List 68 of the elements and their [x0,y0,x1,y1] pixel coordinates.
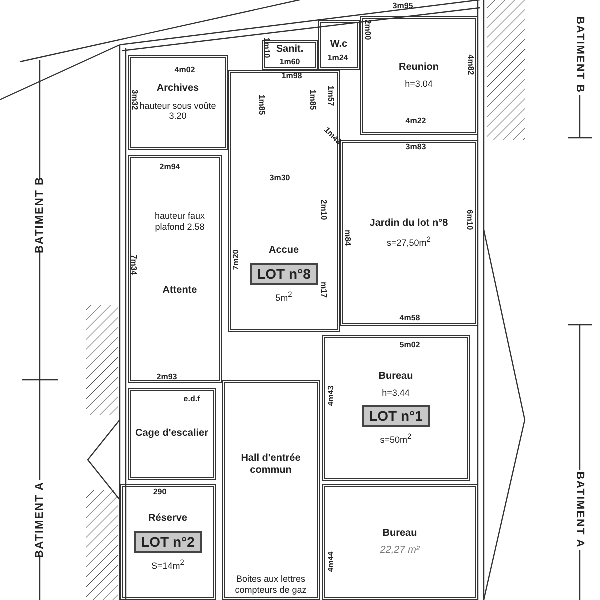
room-name: Reunion [399,62,439,74]
dimension-label: 2m10 [320,200,328,220]
room [128,55,228,150]
dimension-label: 3m30 [270,174,290,182]
dimension-label: 6m10 [466,210,474,230]
room [340,140,478,326]
room-name: W.c [330,39,348,51]
lot-label: LOT n°8 [250,262,318,285]
room-note: Boites aux lettres compteurs de gaz [234,574,308,595]
dimension-label: 4m58 [400,314,420,322]
room [228,70,340,332]
dimension-label: 1m24 [328,54,348,62]
dimension-label: 4m44 [326,552,336,572]
dimension-label: 1m85 [308,90,318,110]
dimension-label: 2m93 [156,372,178,382]
dimension-label: m84 [344,230,352,246]
room [128,388,216,480]
room [120,484,216,600]
dimension-label: 1m85 [258,94,266,116]
room-name: Bureau [378,370,414,382]
dimension-label: 4m82 [466,54,476,76]
lot-label: LOT n°1 [362,404,430,427]
room-name: Accue [268,245,299,256]
dimension-label: 7m34 [130,254,138,276]
room [222,380,320,600]
room-name: Jardin du lot n°8 [370,218,448,230]
room [360,16,478,135]
dimension-label: 2m00 [364,20,372,40]
room-note: hauteur faux plafond 2.58 [154,211,206,232]
lot-label: LOT n°2 [134,530,202,553]
room-name: Hall d'entrée commun [240,453,302,476]
dimension-label: 7m20 [232,250,240,270]
building-label: BATIMENT A [34,482,46,558]
dimension-label: 3m95 [392,2,414,10]
dimension-label: 1m60 [280,58,300,66]
room-note: s=27,50m$^{2}$ [387,236,431,248]
dimension-label: 4m43 [326,386,336,406]
building-label: BATIMENT B [574,16,586,94]
dimension-label: 5m02 [400,340,420,350]
room [322,484,478,600]
room-name: Bureau [382,528,418,539]
dimension-label: 3m83 [406,142,426,152]
room-name: Attente [162,285,198,297]
room-note: 5m$^{2}$ [276,290,292,303]
room-note: 22,27 m² [380,545,420,556]
room-note: S=14m$^{2}$ [152,558,184,571]
building-label: BATIMENT A [574,472,586,548]
dimension-label: 1m57 [326,86,336,106]
room-note: h=3.44 [382,388,410,399]
dimension-label: 1m98 [282,72,302,80]
dimension-label: 290 [153,488,167,496]
dimension-label: 3m32 [130,90,140,110]
room-note: s=50m$^{2}$ [380,432,412,446]
room-name: Archives [156,83,200,95]
dimension-label: 2m94 [160,162,180,172]
room-name: Sanit. [276,44,304,56]
dimension-label: 4m22 [406,116,426,126]
room-name: Cage d'escalier [136,428,208,440]
room [262,40,318,70]
room [318,20,360,70]
dimension-label: e.d.f [184,394,200,404]
room [128,155,222,383]
room-name: Réserve [148,513,188,525]
dimension-label: m17 [320,282,328,298]
dimension-label: 4m02 [174,66,196,74]
building-label: BATIMENT B [34,176,46,254]
room [322,335,470,481]
room-note: h=3.04 [405,79,433,90]
